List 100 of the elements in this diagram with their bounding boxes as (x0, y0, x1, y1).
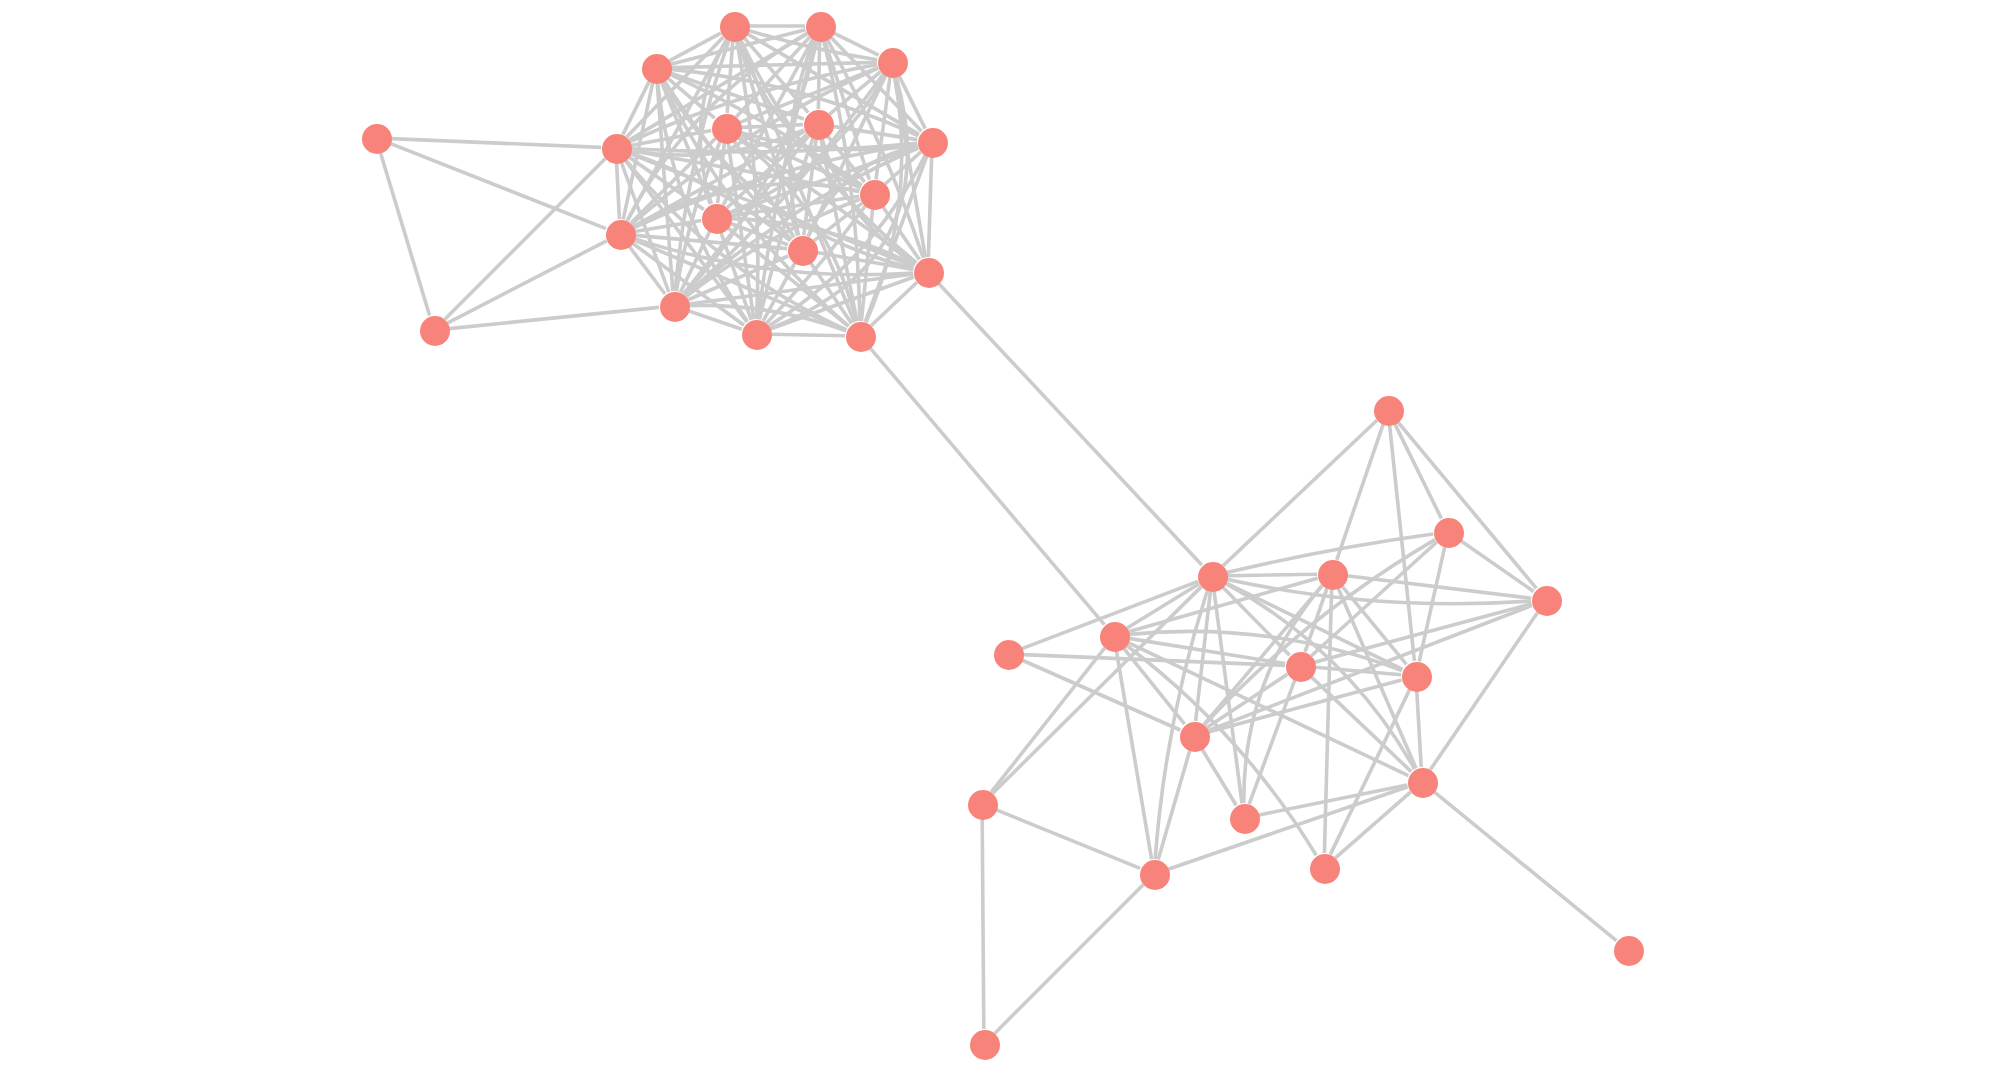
graph-edge (1393, 422, 1443, 520)
graph-edge (1396, 420, 1538, 590)
graph-edge (881, 205, 921, 261)
graph-edge (746, 32, 920, 136)
graph-edge (729, 221, 789, 247)
graph-edge (816, 40, 822, 110)
graph-edge (619, 161, 671, 293)
graph-edge (1224, 581, 1417, 770)
graph-edge (633, 236, 914, 277)
graph-edge (769, 275, 915, 331)
graph-edge (670, 67, 920, 138)
graph-edge (715, 142, 727, 204)
graph-edge (634, 218, 702, 234)
graph-edge (1310, 540, 1438, 658)
graph-edge (991, 585, 1203, 795)
graph-edge (725, 132, 809, 210)
graph-node (419, 315, 449, 345)
graph-edge (826, 134, 866, 184)
graph-edge (1226, 577, 1532, 606)
graph-node (1099, 621, 1129, 651)
graph-edge (655, 82, 749, 323)
graph-edge (747, 28, 878, 62)
graph-edge (1202, 584, 1324, 726)
graph-edge (729, 74, 887, 215)
graph-node (1229, 803, 1259, 833)
graph-edge (621, 82, 655, 220)
graph-edge (389, 141, 607, 231)
graph-edge (769, 76, 910, 331)
graph-edge (770, 332, 846, 338)
graph-edge (788, 39, 816, 236)
graph-edge (625, 38, 729, 222)
graph-edge (1126, 640, 1410, 778)
graph-edge (668, 72, 863, 187)
graph-edge (659, 81, 713, 205)
graph-node (1179, 721, 1209, 751)
graph-edge (993, 883, 1145, 1035)
graph-edge (1247, 679, 1297, 805)
graph-edge (1205, 672, 1289, 730)
graph-edge (819, 138, 859, 322)
graph-edge (864, 76, 904, 323)
graph-edge (1127, 576, 1319, 634)
graph-edge (1242, 584, 1324, 804)
graph-edge (627, 244, 667, 296)
graph-edge (629, 137, 717, 225)
graph-edge (1328, 688, 1412, 856)
graph-edge (624, 158, 848, 332)
graph-node (787, 235, 817, 265)
graph-edge (670, 28, 806, 66)
graph-edge (623, 158, 749, 324)
graph-edge (738, 38, 918, 264)
graph-node (845, 321, 875, 351)
graph-node (1531, 585, 1561, 615)
graph-edge (825, 38, 925, 259)
graph-edge (726, 142, 756, 320)
graph-edge (897, 74, 927, 130)
graph-node (917, 127, 947, 157)
graph-edge (1125, 582, 1201, 630)
graph-node (1613, 935, 1643, 965)
graph-edge (736, 136, 859, 322)
graph-edge (684, 197, 861, 299)
graph-edge (1207, 603, 1533, 733)
graph-edge (378, 151, 432, 317)
graph-edge (390, 136, 602, 150)
graph-edge (832, 31, 880, 57)
graph-node (993, 639, 1023, 669)
graph-edge (1221, 418, 1379, 568)
graph-edge (738, 132, 862, 190)
graph-edge (1258, 783, 1408, 817)
graph-node (601, 133, 631, 163)
graph-edge (749, 24, 805, 28)
graph-edge (1193, 590, 1213, 722)
graph-edge (740, 122, 804, 130)
graph-node (641, 53, 671, 83)
graph-edge (726, 226, 850, 328)
graph-edge (765, 204, 867, 325)
graph-edge (1340, 584, 1408, 666)
graph-edge (1114, 650, 1154, 860)
graph-node (1309, 853, 1339, 883)
graph-edge (829, 35, 923, 133)
graph-node (969, 1029, 999, 1059)
graph-edge (1226, 532, 1434, 575)
graph-node (805, 11, 835, 41)
graph-edge (859, 208, 875, 322)
graph-edge (989, 646, 1107, 794)
graph-edge (719, 231, 753, 321)
graph-edge (1128, 636, 1286, 666)
graph-edge (669, 71, 805, 121)
graph-edge (448, 305, 660, 331)
graph-edge (1153, 589, 1210, 860)
graph-edge (621, 80, 651, 136)
graph-edge (884, 150, 922, 186)
graph-edge (806, 74, 888, 238)
graph-edge (446, 239, 608, 325)
graph-edge (627, 155, 705, 211)
graph-edge (735, 40, 760, 320)
graph-edge (757, 137, 815, 320)
graph-edge (730, 216, 916, 267)
graph-edge (980, 819, 986, 1029)
graph-edge (926, 156, 934, 258)
graph-edge (629, 151, 915, 269)
